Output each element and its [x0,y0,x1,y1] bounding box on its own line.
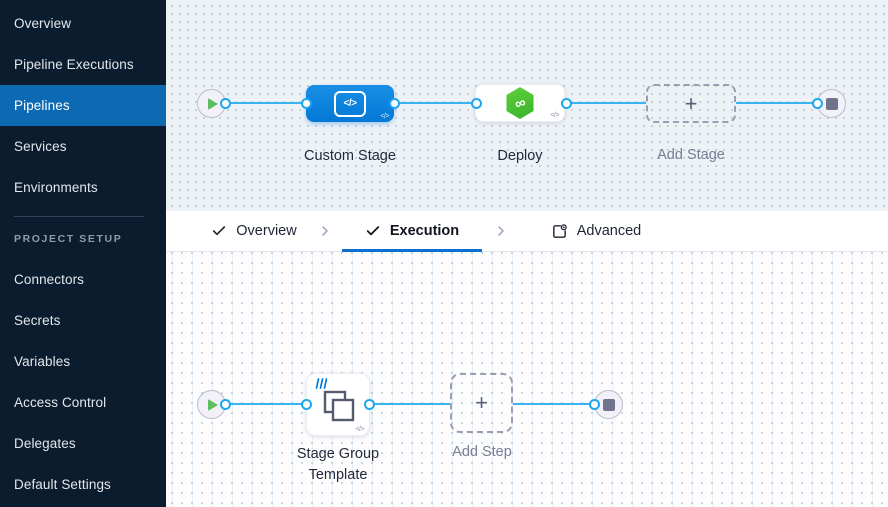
play-icon [208,97,218,110]
stage-group-icon [323,390,355,421]
sidebar-item-delegates[interactable]: Delegates [14,436,76,451]
edge-connector-dot [220,98,231,109]
step-label-stage-group-template: Stage Group Template [296,446,380,483]
edge-line [513,403,594,405]
add-stage-button[interactable]: + [646,84,736,123]
edge-line [736,102,817,104]
project-setup-heading: PROJECT SETUP [14,233,123,245]
stop-icon [602,398,615,411]
plus-icon: + [684,90,698,116]
edge-line [225,102,306,104]
edge-line [370,403,450,405]
sidebar-item-secrets[interactable]: Secrets [14,313,61,328]
stage-label-custom-stage: Custom Stage [304,148,396,164]
step-node-stage-group-template[interactable]: </> [306,373,370,436]
edge-connector-dot [589,399,600,410]
edge-line [225,403,306,405]
check-icon [213,226,226,236]
chevron-right-icon [317,211,333,251]
sidebar-item-pipelines[interactable]: Pipelines [0,85,166,126]
check-icon [366,226,380,236]
custom-stage-icon: </> [334,90,366,117]
play-icon [208,398,218,411]
sidebar-item-overview[interactable]: Overview [14,16,72,31]
plus-icon: + [475,390,488,415]
stop-icon [825,97,838,110]
edge-connector-dot [301,399,312,410]
edge-connector-dot [561,98,572,109]
sidebar-item-variables[interactable]: Variables [14,354,71,369]
chevron-right-icon [493,211,509,251]
edge-connector-dot [471,98,482,109]
edge-connector-dot [220,399,231,410]
active-tab-underline [342,249,482,252]
tab-execution[interactable]: Execution [342,211,482,252]
sidebar-item-pipeline-executions[interactable]: Pipeline Executions [14,57,134,72]
deploy-cd-icon: ∞ [506,87,534,119]
edge-connector-dot [364,399,375,410]
advanced-icon [552,223,567,238]
execution-canvas[interactable]: </> + Stage Group Template Add Step [166,252,888,507]
code-view-icon[interactable]: </> [380,113,389,120]
pipeline-canvas[interactable]: </> </> ∞ </> + Custom Stage Deploy Add … [166,0,888,211]
sidebar-item-default-settings[interactable]: Default Settings [14,477,111,492]
add-step-button[interactable]: + [450,373,513,433]
tab-overview[interactable]: Overview [184,211,324,251]
edge-connector-dot [812,98,823,109]
edge-connector-dot [301,98,312,109]
stage-node-deploy[interactable]: ∞ </> [475,84,565,122]
step-label-add-step: Add Step [452,444,512,460]
edge-connector-dot [389,98,400,109]
tab-advanced[interactable]: Advanced [526,211,666,251]
code-view-icon[interactable]: </> [550,112,559,119]
edge-line [566,102,646,104]
stage-node-custom-stage[interactable]: </> </> [306,85,394,122]
stage-config-tabbar: Overview Execution Advanced [166,211,888,252]
sidebar: Overview Pipeline Executions Pipelines S… [0,0,166,507]
sidebar-divider [14,216,144,217]
template-badge-icon [315,378,327,389]
stage-label-deploy: Deploy [497,148,543,164]
stage-label-add-stage: Add Stage [657,147,725,163]
sidebar-item-environments[interactable]: Environments [14,180,98,195]
execution-end-node [594,390,623,419]
sidebar-item-services[interactable]: Services [14,139,67,154]
code-view-icon[interactable]: </> [355,426,364,433]
sidebar-item-connectors[interactable]: Connectors [14,272,85,287]
edge-line [394,102,476,104]
sidebar-nav: Overview Pipeline Executions Pipelines S… [0,0,166,208]
sidebar-item-access-control[interactable]: Access Control [14,395,107,410]
sidebar-setup-nav: Connectors Secrets Variables Access Cont… [0,249,166,505]
